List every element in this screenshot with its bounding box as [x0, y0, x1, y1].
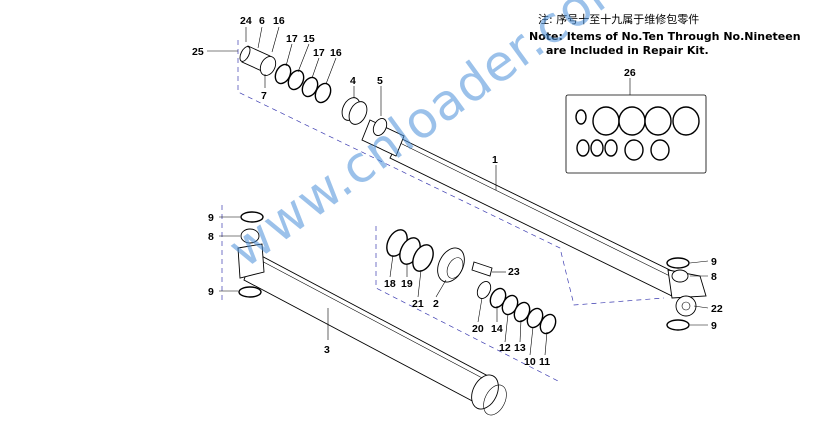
- callout-24: 24: [240, 15, 252, 27]
- rod-shoulder: [361, 119, 405, 157]
- callout-14: 14: [491, 323, 503, 335]
- callout-19: 19: [401, 278, 413, 290]
- callout-17: 17: [286, 33, 298, 45]
- seal-9-bottom-left: [238, 286, 262, 298]
- callout-20: 20: [472, 323, 484, 335]
- rod-nut-5: [372, 118, 388, 136]
- tube-end: [471, 374, 499, 410]
- seal-9-top-right: [666, 257, 690, 269]
- callout-9-bottom-right: 9: [711, 320, 717, 332]
- piston-2: [437, 247, 465, 283]
- kit-frame: [565, 94, 707, 174]
- tube-eye: [237, 243, 265, 279]
- repair-kit-note-line1: Note: Items of No.Ten Through No.Ninetee…: [529, 30, 801, 43]
- callout-18: 18: [384, 278, 396, 290]
- seal-17b: [314, 82, 332, 104]
- callout-17b: 17: [313, 47, 325, 59]
- callout-11: 11: [539, 356, 550, 368]
- callout-26: 26: [624, 67, 636, 79]
- callout-23: 23: [508, 266, 520, 278]
- callout-16b: 16: [330, 47, 342, 59]
- callout-1: 1: [492, 154, 498, 166]
- rod-center-line: [237, 40, 665, 306]
- seal-11: [539, 313, 557, 335]
- callout-13: 13: [514, 342, 526, 354]
- callout-9-top-left: 9: [208, 212, 214, 224]
- seal-7: [259, 56, 277, 76]
- cylinder-tube-assembly: [221, 205, 507, 416]
- callout-2: 2: [433, 298, 439, 310]
- repair-kit-note-line2: are Included in Repair Kit.: [546, 44, 709, 57]
- seal-9-top-left: [240, 211, 264, 223]
- setscrew-23: [471, 261, 493, 277]
- ring-20: [476, 281, 492, 299]
- callout-25: 25: [192, 46, 204, 58]
- ring-21: [412, 244, 434, 272]
- bushing-8-left: [240, 228, 260, 244]
- callout-21: 21: [412, 298, 424, 310]
- repair-kit-note-chinese: 注: 序号十至十九属于维修包零件: [538, 13, 700, 26]
- callout-22: 22: [711, 303, 723, 315]
- callout-4: 4: [350, 75, 356, 87]
- callout-12: 12: [499, 342, 511, 354]
- callout-10: 10: [524, 356, 536, 368]
- repair-kit-box: [565, 94, 707, 174]
- callout-16: 16: [273, 15, 285, 27]
- wiper-24: [239, 46, 251, 62]
- callout-5: 5: [377, 75, 383, 87]
- leader-lines: [207, 26, 709, 356]
- piston-rod-assembly: [237, 40, 707, 331]
- callout-7: 7: [261, 90, 267, 102]
- bushing-8-right: [671, 269, 689, 283]
- seal-9-bottom-right: [666, 319, 690, 331]
- callout-15: 15: [303, 33, 315, 45]
- piston-parts: [375, 226, 561, 383]
- callout-6: 6: [259, 15, 265, 27]
- callout-8-right: 8: [711, 271, 717, 283]
- seal-17: [287, 69, 305, 91]
- callout-8-left: 8: [208, 231, 214, 243]
- callout-9-top-right: 9: [711, 256, 717, 268]
- piston-rod: [389, 137, 683, 297]
- callout-labels: 24 6 16 25 7 17 15 17 16 4 5 1 26 9 8 9 …: [192, 15, 723, 368]
- callout-9-bottom-left: 9: [208, 286, 214, 298]
- callout-3: 3: [324, 344, 330, 356]
